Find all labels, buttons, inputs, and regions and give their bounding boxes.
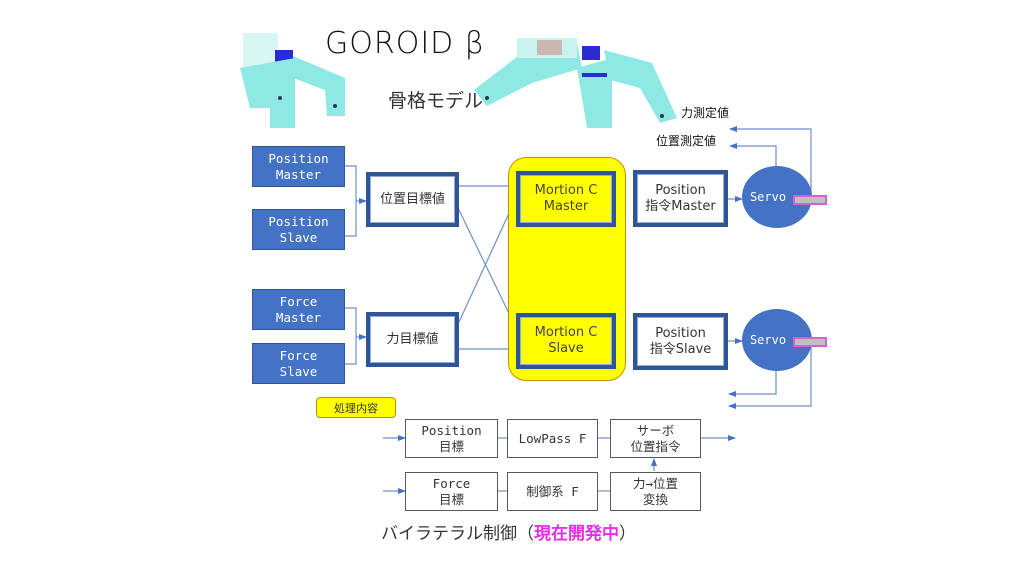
page-title: GOROID β (325, 26, 485, 61)
force-master-box: Force Master (252, 289, 345, 330)
process-position-target: Position 目標 (405, 419, 498, 458)
force-measurement-label: 力測定値 (681, 106, 730, 120)
arrow-force-to-mc-master (458, 197, 517, 323)
position-target-box: 位置目標値 (366, 172, 459, 227)
feedback-force-slave (728, 342, 812, 409)
arrow-pos-to-mc-slave (458, 209, 517, 329)
footer-caption: バイラテラル制御（現在開発中） (381, 519, 636, 544)
servo-slave-shaft (793, 337, 827, 347)
footer-status-highlight: 現在開発中 (534, 524, 619, 544)
motion-control-slave-box: Mortion C Slave (516, 313, 616, 369)
process-control-filter: 制御系 F (507, 472, 598, 511)
footer-text: バイラテラル制御（ (381, 524, 534, 544)
footer-close: ） (619, 524, 636, 544)
servo-master-shaft (793, 195, 827, 205)
force-slave-box: Force Slave (252, 343, 345, 384)
robot-model-left-image (240, 33, 345, 128)
position-measurement-label: 位置測定値 (656, 134, 717, 148)
process-force-to-position: 力→位置 変換 (610, 472, 701, 511)
feedback-position-master (729, 143, 777, 167)
process-servo-position-command: サーボ 位置指令 (610, 419, 701, 458)
position-master-box: Position Master (252, 146, 345, 187)
robot-model-right-image (474, 38, 677, 128)
position-command-master-box: Position 指令Master (633, 170, 728, 227)
process-lowpass-filter: LowPass F (507, 419, 598, 458)
processing-tag: 処理内容 (316, 397, 396, 418)
feedback-position-slave (728, 367, 777, 397)
process-force-target: Force 目標 (405, 472, 498, 511)
line-force-master (343, 307, 357, 365)
position-command-slave-box: Position 指令Slave (633, 313, 728, 370)
feedback-force-master (729, 126, 812, 200)
position-slave-box: Position Slave (252, 209, 345, 250)
motion-control-master-box: Mortion C Master (516, 171, 616, 227)
force-target-box: 力目標値 (366, 312, 459, 367)
page-subtitle: 骨格モデル (388, 90, 484, 112)
